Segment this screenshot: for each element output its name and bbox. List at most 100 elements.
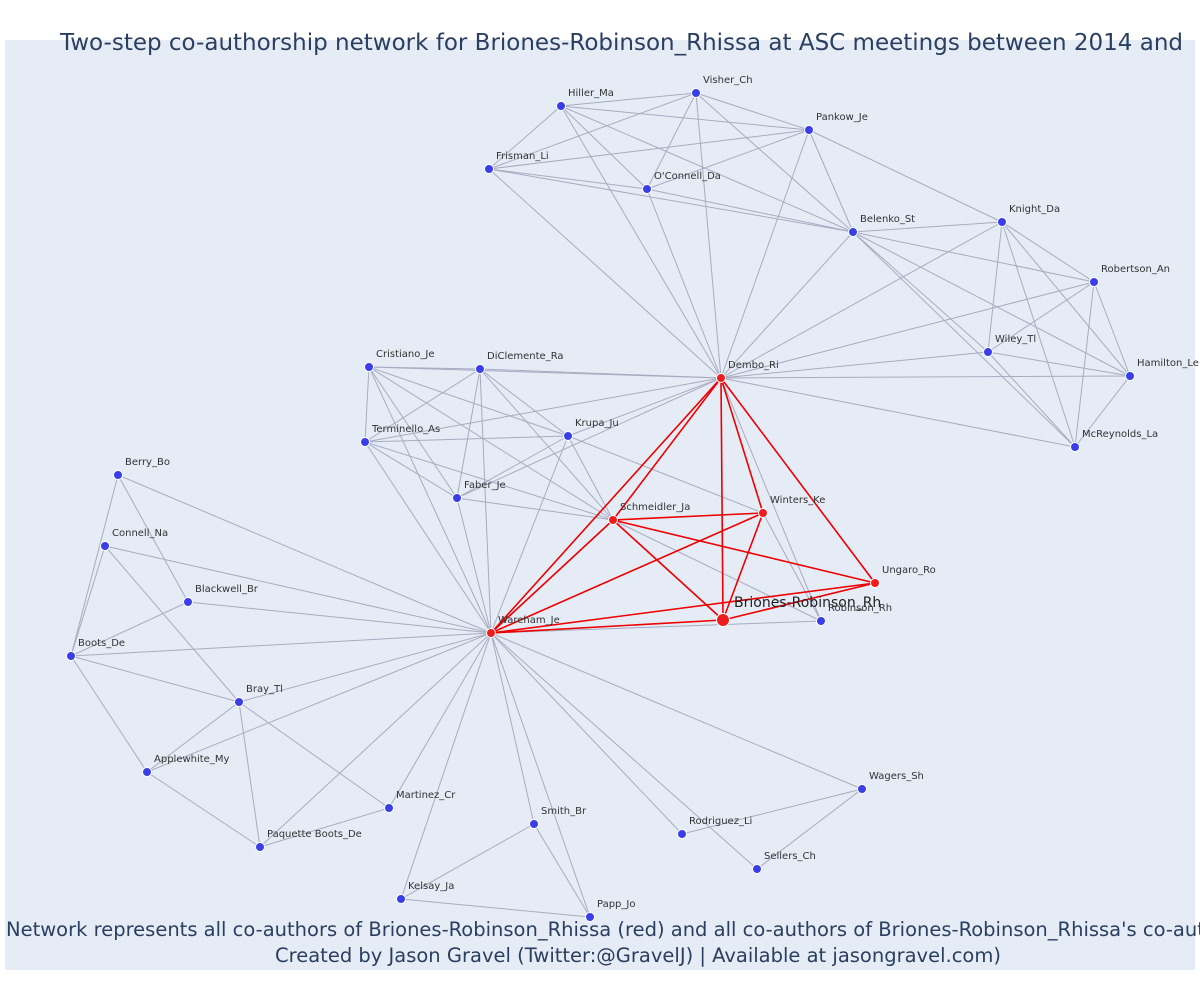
edge-wareham-je-robinson-rh (490, 620, 822, 634)
node-smith-br[interactable] (529, 819, 539, 829)
edge-frisman-li-dembo-ri (488, 168, 722, 379)
nodes-layer (66, 88, 1135, 922)
node-paquette-boots-de[interactable] (255, 842, 265, 852)
node-rodriguez-li[interactable] (677, 829, 687, 839)
node-terminello-as[interactable] (360, 437, 370, 447)
node-faber-je[interactable] (452, 493, 462, 503)
edge-connell-na-boots-de (70, 545, 106, 657)
edge-dembo-ri-robinson-rh (720, 377, 822, 622)
node-frisman-li[interactable] (484, 164, 494, 174)
node-belenko-st[interactable] (848, 227, 858, 237)
node-blackwell-br[interactable] (183, 597, 193, 607)
edge-robertson-an-mcreynolds-la (1074, 281, 1095, 448)
edge-bray-tl-applewhite-my (146, 701, 240, 773)
node-diclemente-ra[interactable] (475, 364, 485, 374)
node-connell-na[interactable] (100, 541, 110, 551)
edge-visher-ch-o-connell-da (646, 92, 697, 190)
node-label-frisman-li: Frisman_Li (496, 151, 549, 162)
node-briones-robinson-rh[interactable] (716, 613, 730, 627)
edge-belenko-st-robertson-an (852, 231, 1095, 283)
node-label-sellers-ch: Sellers_Ch (764, 851, 816, 862)
node-winters-ke[interactable] (758, 508, 768, 518)
edge-hiller-ma-pankow-je (560, 105, 810, 131)
node-label-schmeidler-ja: Schmeidler_Ja (620, 502, 690, 513)
node-label-faber-je: Faber_Je (464, 480, 506, 491)
edge-blackwell-br-boots-de (70, 601, 189, 657)
edge-boots-de-applewhite-my (70, 655, 148, 773)
node-label-ungaro-ro: Ungaro_Ro (882, 565, 936, 576)
edge-hamilton-le-mcreynolds-la (1074, 375, 1131, 448)
node-visher-ch[interactable] (691, 88, 701, 98)
node-label-kelsay-ja: Kelsay_Ja (408, 881, 454, 892)
node-ungaro-ro[interactable] (870, 578, 880, 588)
node-papp-jo[interactable] (585, 912, 595, 922)
node-robinson-rh[interactable] (816, 616, 826, 626)
edge-mcreynolds-la-dembo-ri (720, 377, 1076, 448)
edge-wiley-tl-dembo-ri (720, 351, 989, 379)
edge-bray-tl-paquette-boots-de (238, 701, 261, 848)
edge-kelsay-ja-wareham-je (400, 632, 492, 900)
focus-edge-dembo-ri-schmeidler-ja (612, 377, 722, 521)
edge-winters-ke-robinson-rh (762, 512, 822, 622)
edge-cristiano-je-schmeidler-ja (368, 366, 614, 521)
edge-diclemente-ra-dembo-ri (479, 368, 722, 379)
node-cristiano-je[interactable] (364, 362, 374, 372)
node-mcreynolds-la[interactable] (1070, 442, 1080, 452)
edge-berry-bo-wareham-je (117, 474, 492, 634)
edge-kelsay-ja-papp-jo (400, 898, 591, 918)
node-krupa-ju[interactable] (563, 431, 573, 441)
node-berry-bo[interactable] (113, 470, 123, 480)
edge-rodriguez-li-wareham-je (490, 632, 683, 835)
edge-knight-da-dembo-ri (720, 221, 1003, 379)
edge-smith-br-papp-jo (533, 823, 591, 918)
edge-paquette-boots-de-wareham-je (259, 632, 492, 848)
edge-frisman-li-belenko-st (488, 168, 854, 233)
focus-edge-schmeidler-ja-wareham-je (490, 519, 614, 634)
edge-terminello-as-faber-je (364, 441, 458, 499)
node-o-connell-da[interactable] (642, 184, 652, 194)
node-label-wagers-sh: Wagers_Sh (869, 771, 924, 782)
edge-belenko-st-wiley-tl (852, 231, 989, 353)
focus-edge-dembo-ri-briones-robinson-rh (720, 377, 724, 621)
edge-hiller-ma-o-connell-da (560, 105, 648, 190)
edge-hiller-ma-frisman-li (488, 105, 562, 170)
footer-description: Network represents all co-authors of Bri… (6, 918, 1200, 941)
node-applewhite-my[interactable] (142, 767, 152, 777)
node-martinez-cr[interactable] (384, 803, 394, 813)
node-hiller-ma[interactable] (556, 101, 566, 111)
node-bray-tl[interactable] (234, 697, 244, 707)
node-robertson-an[interactable] (1089, 277, 1099, 287)
node-label-bray-tl: Bray_Tl (246, 684, 283, 695)
edge-connell-na-wareham-je (104, 545, 492, 634)
node-schmeidler-ja[interactable] (608, 515, 618, 525)
node-boots-de[interactable] (66, 651, 76, 661)
edge-robertson-an-wiley-tl (987, 281, 1095, 353)
node-hamilton-le[interactable] (1125, 371, 1135, 381)
edge-connell-na-bray-tl (104, 545, 240, 703)
node-pankow-je[interactable] (804, 125, 814, 135)
edge-faber-je-dembo-ri (456, 377, 722, 499)
node-label-robinson-rh: Robinson_Rh (828, 603, 892, 614)
node-dembo-ri[interactable] (716, 373, 726, 383)
focus-edge-ungaro-ro-wareham-je (490, 582, 876, 634)
node-kelsay-ja[interactable] (396, 894, 406, 904)
node-wareham-je[interactable] (486, 628, 496, 638)
node-wiley-tl[interactable] (983, 347, 993, 357)
node-sellers-ch[interactable] (752, 864, 762, 874)
edge-hiller-ma-visher-ch (560, 92, 697, 107)
node-label-berry-bo: Berry_Bo (125, 457, 170, 468)
edge-applewhite-my-wareham-je (146, 632, 492, 773)
node-knight-da[interactable] (997, 217, 1007, 227)
node-label-cristiano-je: Cristiano_Je (376, 349, 434, 360)
node-label-boots-de: Boots_De (78, 638, 125, 649)
edge-smith-br-kelsay-ja (400, 823, 535, 900)
node-wagers-sh[interactable] (857, 784, 867, 794)
focus-edge-schmeidler-ja-winters-ke (612, 512, 764, 521)
edge-blackwell-br-wareham-je (187, 601, 492, 634)
edge-pankow-je-dembo-ri (720, 129, 810, 379)
edge-bray-tl-wareham-je (238, 632, 492, 703)
edge-diclemente-ra-schmeidler-ja (479, 368, 614, 521)
edge-terminello-as-schmeidler-ja (364, 441, 614, 521)
edge-martinez-cr-paquette-boots-de (259, 807, 390, 848)
